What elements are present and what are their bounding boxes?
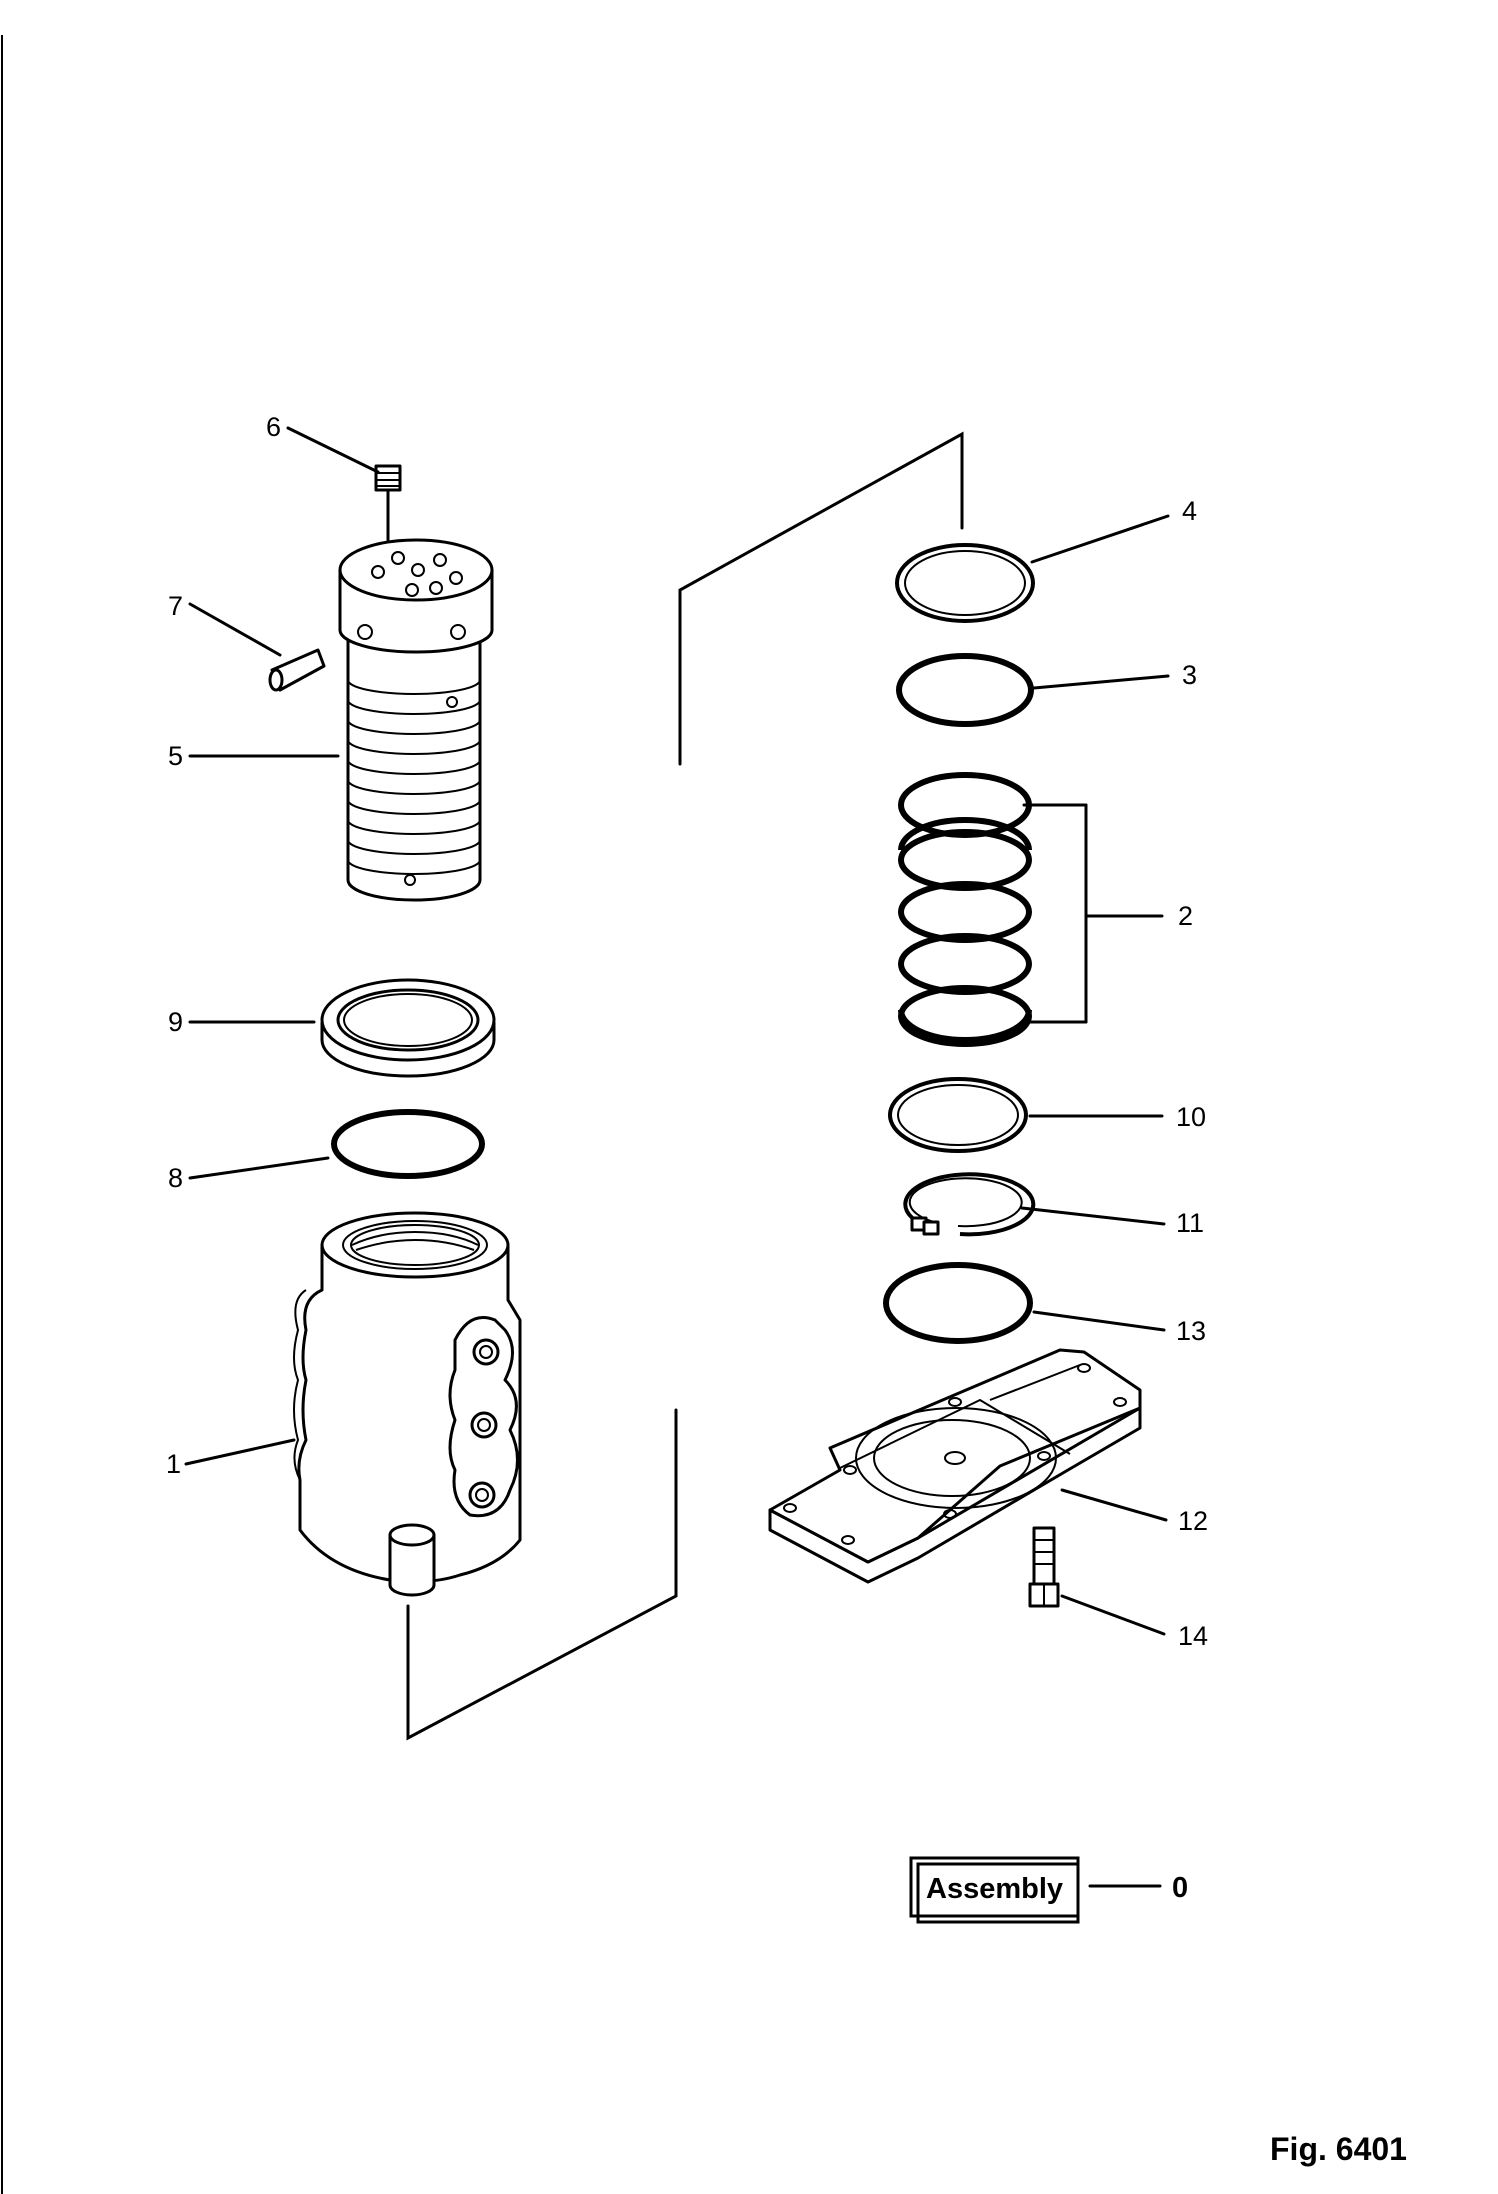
part-6-screw (374, 464, 402, 542)
ref-label-13: 13 (1176, 1316, 1206, 1346)
leader-lines (184, 426, 1170, 1888)
part-5-rotor (338, 538, 494, 902)
ref-label-1: 1 (166, 1449, 181, 1479)
part-9-seal (320, 978, 496, 1078)
assembly-callout: Assembly 0 (909, 1856, 1188, 1924)
figure-number: Fig. 6401 (1270, 2131, 1407, 2167)
part-1-body (293, 1211, 522, 1597)
ref-label-9: 9 (168, 1007, 183, 1037)
part-8-o-ring (331, 1109, 485, 1179)
ref-label-2: 2 (1178, 901, 1193, 931)
part-7-pin (268, 648, 326, 692)
assembly-connection-lines (406, 431, 1164, 1741)
part-10-ring (888, 1077, 1028, 1153)
ref-label-7: 7 (168, 591, 183, 621)
ref-label-5: 5 (168, 741, 183, 771)
reference-labels: 6 7 5 9 8 1 4 3 2 10 11 13 12 14 (166, 412, 1208, 1651)
assembly-label: Assembly (926, 1873, 1063, 1905)
part-3-o-ring (896, 653, 1034, 727)
assembly-number: 0 (1172, 1872, 1188, 1904)
ref-label-8: 8 (168, 1163, 183, 1193)
ref-label-11: 11 (1176, 1208, 1204, 1238)
ref-label-14: 14 (1178, 1621, 1208, 1651)
ref-label-10: 10 (1176, 1102, 1206, 1132)
part-14-bolt (1028, 1526, 1060, 1608)
ref-label-4: 4 (1182, 496, 1197, 526)
ref-label-3: 3 (1182, 660, 1197, 690)
part-13-o-ring (883, 1262, 1033, 1344)
ref-label-12: 12 (1178, 1506, 1208, 1536)
part-4-ring (895, 543, 1035, 623)
part-11-snap-ring (903, 1172, 1036, 1237)
part-12-cover (768, 1348, 1142, 1584)
part-2-rings (898, 772, 1032, 1047)
ref-label-6: 6 (266, 412, 281, 442)
